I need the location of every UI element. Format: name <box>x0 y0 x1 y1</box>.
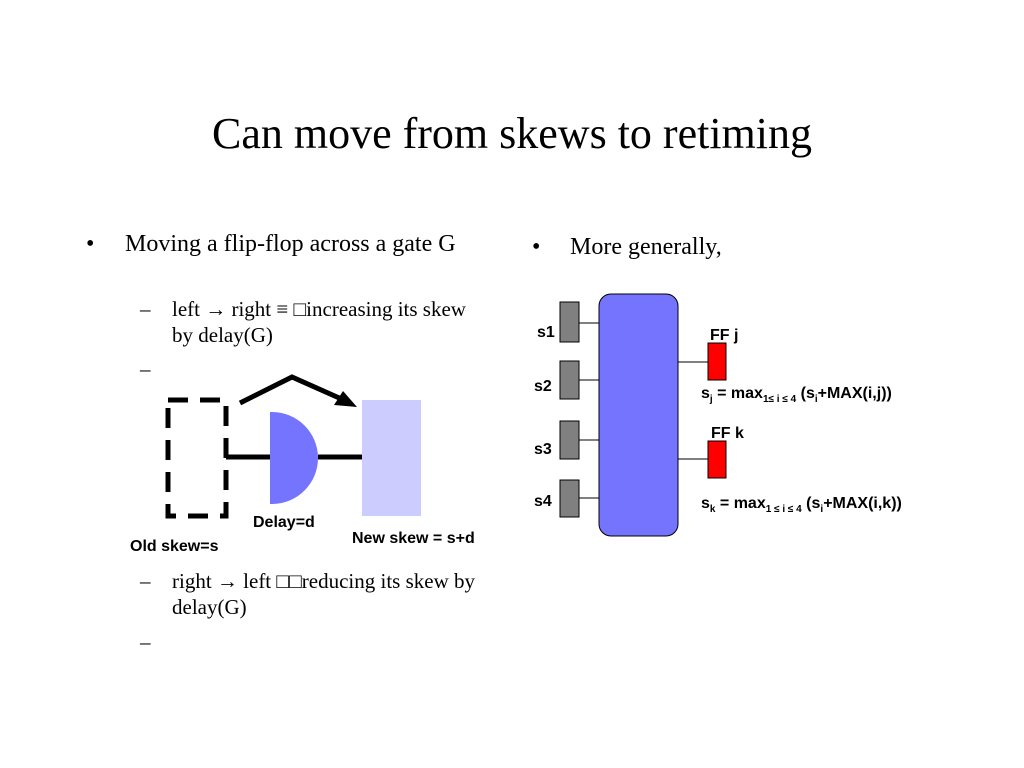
equation-sj: sj = max1≤ i ≤ 4 (si+MAX(i,j)) <box>701 385 892 406</box>
input-ff-2 <box>559 360 600 400</box>
input-label-s3: s3 <box>534 441 552 458</box>
input-label-s2: s2 <box>534 378 552 395</box>
input-ff-3 <box>559 420 600 460</box>
and-gate <box>270 412 318 504</box>
combinational-block <box>598 293 679 537</box>
left-sub1-text: left → right ≡ □increasing its skew by d… <box>172 297 466 347</box>
move-arrow <box>238 374 348 406</box>
left-sub4-dash: – <box>140 630 151 654</box>
move-arrow-head <box>334 391 357 407</box>
input-ff-1 <box>559 301 600 343</box>
right-bullet-text: More generally, <box>570 234 722 260</box>
left-sub3-text: right → left □□reducing its skew by dela… <box>172 569 475 619</box>
left-sub3-dash: – <box>140 569 151 593</box>
input-label-s1: s1 <box>537 324 555 341</box>
left-bullet-text: Moving a flip-flop across a gate G <box>125 231 456 257</box>
input-ff-4 <box>559 479 600 518</box>
left-bullet-marker: • <box>86 231 95 257</box>
ff-k-label: FF k <box>711 425 744 442</box>
ff-j-label: FF j <box>710 327 739 344</box>
ff-j <box>707 342 727 381</box>
new-skew-label: New skew = s+d <box>352 530 475 547</box>
new-flipflop <box>362 400 421 516</box>
old-skew-label: Old skew=s <box>130 538 219 555</box>
input-label-s4: s4 <box>534 493 552 510</box>
delay-label: Delay=d <box>253 514 315 531</box>
right-bullet-marker: • <box>532 234 541 260</box>
slide-title: Can move from skews to retiming <box>211 109 812 158</box>
equation-sk: sk = max1 ≤ i ≤ 4 (si+MAX(i,k)) <box>701 495 902 516</box>
left-sub2-dash: – <box>140 357 151 381</box>
left-sub1-dash: – <box>140 297 151 321</box>
ff-k <box>707 440 727 479</box>
